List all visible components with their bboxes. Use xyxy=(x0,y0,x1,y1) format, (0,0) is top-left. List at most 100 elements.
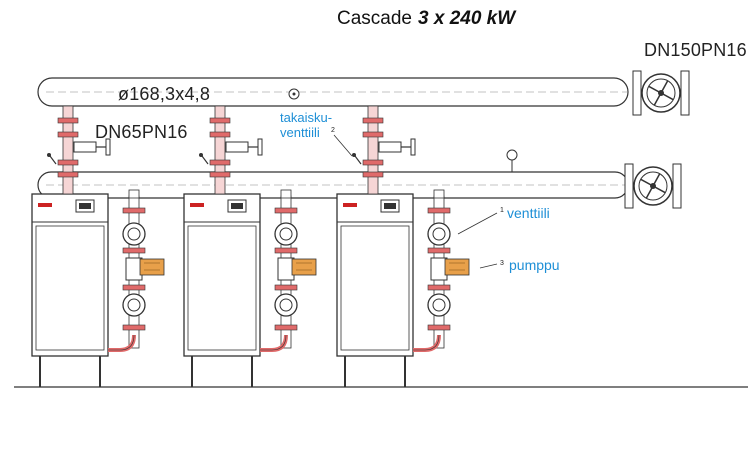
boiler-2-riser-flange-2 xyxy=(209,159,231,166)
boiler-3-check-valve-knob xyxy=(352,153,356,157)
valve-callout-leader xyxy=(457,212,498,235)
boiler-2-return-elbow-outline xyxy=(260,334,287,351)
boiler-2-shutoff-valve-wheel xyxy=(257,138,263,156)
boiler-1-pump-motor xyxy=(139,258,165,276)
boiler-1-supply-riser xyxy=(62,105,74,195)
boiler-1-cabinet xyxy=(31,193,109,357)
check-valve-callout-leader xyxy=(333,134,353,157)
boiler-3-riser-flange-1 xyxy=(362,131,384,138)
boiler-2-supply-riser xyxy=(214,105,226,195)
boiler-1-control-screen xyxy=(79,203,91,209)
boiler-3-supply-riser xyxy=(367,105,379,195)
title-prefix: Cascade xyxy=(337,8,412,29)
boiler-1-upper-valve-inner xyxy=(127,227,141,241)
check-valve-label-line2: venttiili xyxy=(280,125,320,140)
return-main-valve-hub xyxy=(650,183,656,189)
return-main-valve-handwheel-inner xyxy=(638,171,668,201)
boiler-2-riser-flange-1 xyxy=(209,131,231,138)
boiler-1-pump-flange-2 xyxy=(122,284,146,291)
boiler-3-riser-flange-0 xyxy=(362,117,384,124)
boiler-3-return-elbow-outline xyxy=(413,334,440,351)
boiler-3-cabinet xyxy=(336,193,414,357)
boiler-2-return-branch xyxy=(280,189,292,199)
supply-main-valve-hub xyxy=(658,90,664,96)
boiler-2-riser-flange-0 xyxy=(209,117,231,124)
thermometer-icon xyxy=(506,149,518,161)
boiler-3-shutoff-valve-wheel xyxy=(410,138,416,156)
boiler-1-riser-flange-2 xyxy=(57,159,79,166)
boiler-2-pump-flange-2 xyxy=(274,284,298,291)
supply-main-valve-flange-right xyxy=(680,70,690,116)
boiler-1-pump-flange-1 xyxy=(122,247,146,254)
callout-number-1: 1 xyxy=(500,207,504,214)
boiler-3-pump-flange-0 xyxy=(427,207,451,214)
boiler-2-shutoff-valve-body xyxy=(225,141,249,153)
boiler-1-brand-badge xyxy=(38,203,52,207)
boiler-3-pump-flange-2 xyxy=(427,284,451,291)
header-sensor-dot xyxy=(292,92,296,96)
boiler-2-riser-flange-3 xyxy=(209,171,231,178)
boiler-1-lower-valve-inner xyxy=(127,298,141,312)
boiler-2-control-screen xyxy=(231,203,243,209)
boiler-2-check-valve-handle xyxy=(201,155,209,165)
supply-main-valve-handwheel-inner xyxy=(646,78,676,108)
callout-number-2: 2 xyxy=(331,127,335,134)
boiler-1-check-valve-knob xyxy=(47,153,51,157)
boiler-1-riser-flange-1 xyxy=(57,131,79,138)
boiler-1-pump-flange-0 xyxy=(122,207,146,214)
boiler-2-pump-flange-3 xyxy=(274,324,298,331)
boiler-2-pump-flange-0 xyxy=(274,207,298,214)
boiler-2-lower-valve-icon xyxy=(274,293,298,317)
return-main-valve-flange-left xyxy=(624,163,634,209)
boiler-1-return-branch xyxy=(128,189,140,199)
boiler-1-pump-flange-3 xyxy=(122,324,146,331)
pump-label: pumppu xyxy=(509,257,560,273)
boiler-2-door xyxy=(187,225,257,351)
diagram-title: Cascade 3 x 240 kW xyxy=(337,8,515,30)
boiler-3-return-branch xyxy=(433,189,445,199)
boiler-3-upper-valve-icon xyxy=(427,222,451,246)
boiler-1-shutoff-valve-body xyxy=(73,141,97,153)
boiler-3-door xyxy=(340,225,410,351)
boiler-3-lower-valve-icon xyxy=(427,293,451,317)
boiler-3-pump-flange-1 xyxy=(427,247,451,254)
branch-flange-label: DN65PN16 xyxy=(95,122,188,142)
boiler-1-door xyxy=(35,225,105,351)
boiler-2-brand-badge xyxy=(190,203,204,207)
boiler-2-upper-valve-icon xyxy=(274,222,298,246)
boiler-3-pump-flange-3 xyxy=(427,324,451,331)
boiler-1-upper-valve-icon xyxy=(122,222,146,246)
boiler-3-lower-valve-inner xyxy=(432,298,446,312)
check-valve-label-line1: takaisku- xyxy=(280,110,333,125)
return-main-valve-flange-right xyxy=(672,163,682,209)
title-power: 3 x 240 kW xyxy=(418,8,516,29)
pipe-spec-label: ø168,3x4,8 xyxy=(118,84,211,104)
boiler-2-pump-flange-1 xyxy=(274,247,298,254)
boiler-1-check-valve-handle xyxy=(49,155,57,165)
boiler-3-riser-flange-2 xyxy=(362,159,384,166)
boiler-2-lower-valve-inner xyxy=(279,298,293,312)
boiler-2-cabinet xyxy=(183,193,261,357)
boiler-2-upper-valve-inner xyxy=(279,227,293,241)
boiler-3-check-valve-handle xyxy=(354,155,362,165)
boiler-1-lower-valve-icon xyxy=(122,293,146,317)
boiler-3-shutoff-valve-body xyxy=(378,141,402,153)
boiler-1-riser-flange-3 xyxy=(57,171,79,178)
valve-label: venttiili xyxy=(507,205,550,221)
supply-main-valve-flange-left xyxy=(632,70,642,116)
boiler-1-shutoff-valve-wheel xyxy=(105,138,111,156)
boiler-2-pump-motor xyxy=(291,258,317,276)
main-flange-label: DN150PN16 xyxy=(644,40,747,60)
pump-callout-leader xyxy=(479,263,498,269)
boiler-3-control-screen xyxy=(384,203,396,209)
callout-number-3: 3 xyxy=(500,260,504,267)
boiler-3-riser-flange-3 xyxy=(362,171,384,178)
boiler-1-riser-flange-0 xyxy=(57,117,79,124)
boiler-2-check-valve-knob xyxy=(199,153,203,157)
boiler-3-upper-valve-inner xyxy=(432,227,446,241)
boiler-3-pump-motor xyxy=(444,258,470,276)
boiler-3-brand-badge xyxy=(343,203,357,207)
boiler-1-return-elbow-outline xyxy=(108,334,135,351)
